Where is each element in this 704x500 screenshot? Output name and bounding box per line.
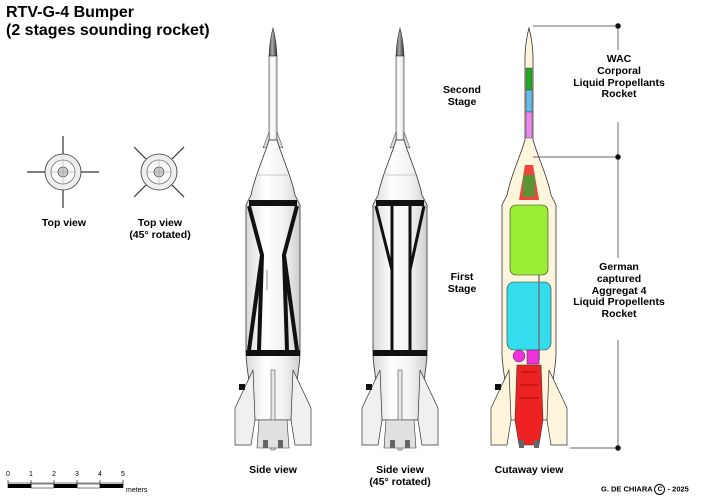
annotation-wac-line-1: WAC (606, 53, 632, 65)
credit-author: G. DE CHIARA (601, 484, 653, 494)
label-top-view-rotated-line-2: (45° rotated) (129, 228, 191, 241)
label-second-stage: Second Stage (432, 84, 492, 109)
top-view-rotated-drawing (133, 146, 185, 198)
annotation-a4-line-3: Aggregat 4 (591, 284, 647, 297)
scale-unit: meters (126, 487, 148, 494)
label-side-view-rotated-line-1: Side view (376, 464, 424, 476)
label-first-stage-line-2: Stage (447, 282, 477, 295)
side-view-drawing (234, 27, 312, 451)
side-view-rotated-drawing (361, 27, 439, 451)
cutaway-view-drawing (490, 26, 568, 448)
label-top-view: Top view (41, 217, 87, 229)
annotation-wac-line-2: Corporal (597, 64, 641, 77)
annotation-a4-line-2: captured (596, 272, 642, 285)
scale-tick-1: 1 (29, 471, 33, 478)
copyright-symbol: C (657, 486, 663, 493)
label-side-view-rotated: Side view (45° rotated) (358, 464, 442, 489)
annotation-a4-line-4: Liquid Propellents (573, 296, 665, 309)
copyright-icon: C (654, 484, 666, 495)
label-second-stage-line-1: Second (443, 84, 481, 96)
scale-tick-2: 2 (52, 471, 56, 478)
credit-year: - 2025 (667, 484, 689, 494)
label-top-view-rotated-line-1: Top view (137, 217, 183, 229)
annotation-wac-corporal: WAC Corporal Liquid Propellants Rocket (564, 53, 674, 101)
scale-tick-3: 3 (75, 471, 79, 478)
scale-tick-0: 0 (6, 471, 10, 478)
label-second-stage-line-2: Stage (447, 95, 477, 108)
annotation-a4-line-5: Rocket (601, 308, 637, 320)
page-title: RTV-G-4 Bumper (2 stages sounding rocket… (6, 4, 210, 40)
annotation-a4-line-1: German (599, 261, 639, 273)
annotation-wac-line-3: Liquid Propellants (573, 76, 665, 89)
dimension-lines (533, 23, 621, 451)
title-line-2: (2 stages sounding rocket) (6, 21, 210, 39)
label-side-view: Side view (249, 464, 297, 476)
credit: G. DE CHIARA C - 2025 (601, 484, 701, 495)
scale-tick-5: 5 (121, 471, 125, 478)
annotation-wac-line-4: Rocket (601, 88, 637, 101)
title-line-1: RTV-G-4 Bumper (6, 4, 135, 21)
label-cutaway-view: Cutaway view (494, 464, 564, 476)
top-view-drawing (27, 136, 99, 208)
label-top-view-rotated: Top view (45° rotated) (120, 217, 200, 242)
label-side-view-rotated-line-2: (45° rotated) (369, 475, 431, 488)
annotation-aggregat-4: German captured Aggregat 4 Liquid Propel… (560, 261, 678, 321)
scale-bar (7, 480, 124, 489)
scale-tick-4: 4 (98, 471, 102, 478)
label-first-stage: First Stage (432, 271, 492, 296)
label-first-stage-line-1: First (450, 271, 474, 283)
